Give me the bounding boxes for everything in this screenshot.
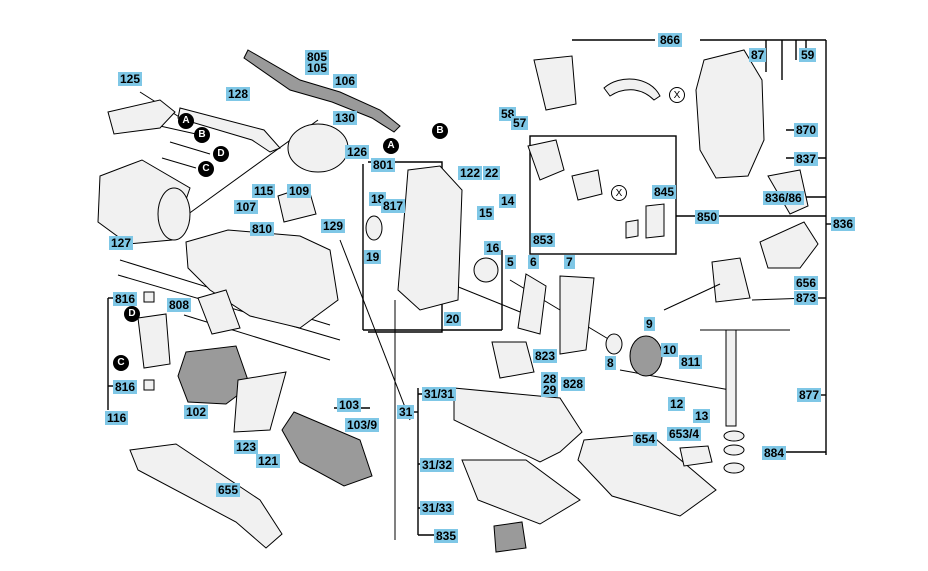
callout-126: 126 — [345, 145, 370, 159]
part-31-31-base — [453, 387, 583, 463]
part-103-armature — [281, 411, 373, 487]
ref-letter-c-left: C — [198, 161, 214, 177]
part-125-holder — [107, 99, 176, 135]
callout-653-4: 653/4 — [667, 427, 702, 441]
callout-59: 59 — [799, 48, 817, 62]
callout-845: 845 — [652, 185, 677, 199]
callout-816-top: 816 — [113, 292, 138, 306]
part-7-guide — [559, 275, 595, 355]
callout-817: 817 — [381, 199, 406, 213]
callout-31-32: 31/32 — [420, 458, 455, 472]
callout-125: 125 — [118, 72, 143, 86]
ref-letter-c-bottom: C — [113, 355, 129, 371]
callout-31: 31 — [397, 405, 415, 419]
callout-22: 22 — [483, 166, 501, 180]
callout-836-86: 836/86 — [763, 191, 804, 205]
callout-816-bottom: 816 — [113, 380, 138, 394]
callout-810: 810 — [250, 222, 275, 236]
callout-127: 127 — [109, 236, 134, 250]
callout-5: 5 — [505, 255, 516, 269]
callout-116: 116 — [105, 411, 129, 425]
callout-811: 811 — [679, 355, 703, 369]
callout-808: 808 — [167, 298, 192, 312]
callout-15: 15 — [477, 206, 495, 220]
part-102-stator — [177, 345, 251, 405]
callout-655: 655 — [216, 483, 241, 497]
callout-14: 14 — [499, 194, 517, 208]
callout-123: 123 — [234, 440, 259, 454]
callout-805: 805 — [305, 50, 330, 64]
callout-656: 656 — [794, 276, 819, 290]
callout-28: 28 — [541, 372, 559, 386]
callout-121: 121 — [256, 454, 281, 468]
part-656-guard — [759, 221, 819, 269]
callout-87: 87 — [749, 48, 767, 62]
callout-115: 115 — [252, 184, 276, 198]
callout-130: 130 — [333, 111, 358, 125]
ref-letter-a-right: A — [383, 138, 399, 154]
callout-835: 835 — [434, 529, 459, 543]
callout-877: 877 — [797, 388, 822, 402]
callout-870: 870 — [794, 123, 819, 137]
callout-823: 823 — [533, 349, 558, 363]
ref-letter-b-left: B — [194, 127, 210, 143]
callout-16: 16 — [484, 241, 502, 255]
callout-29: 29 — [541, 383, 559, 397]
part-808-plate — [197, 289, 241, 335]
callout-105: 105 — [305, 61, 330, 75]
ref-letter-d-bottom: D — [124, 306, 140, 322]
ref-mark-x-mid: X — [611, 185, 627, 201]
callout-31-33: 31/33 — [420, 501, 455, 515]
part-128-clip — [177, 107, 281, 153]
callout-12: 12 — [668, 397, 686, 411]
callout-31-31: 31/31 — [422, 387, 457, 401]
ref-letter-b-right: B — [432, 123, 448, 139]
callout-122: 122 — [458, 166, 483, 180]
callout-828: 828 — [561, 377, 586, 391]
callout-128: 128 — [226, 87, 251, 101]
ref-letter-a-left: A — [178, 113, 194, 129]
callout-20: 20 — [444, 312, 462, 326]
part-801-frame — [397, 165, 463, 311]
callout-850: 850 — [695, 210, 720, 224]
part-9-gear — [629, 335, 663, 377]
part-106-cable — [243, 49, 401, 133]
callout-107: 107 — [234, 200, 259, 214]
part-654-plate — [577, 433, 717, 517]
callout-19: 19 — [364, 250, 382, 264]
callout-6: 6 — [528, 255, 539, 269]
callout-7: 7 — [564, 255, 575, 269]
callout-102: 102 — [184, 405, 209, 419]
callout-129: 129 — [321, 219, 346, 233]
callout-103-9: 103/9 — [345, 418, 380, 432]
callout-836: 836 — [831, 217, 856, 231]
callout-853: 853 — [531, 233, 556, 247]
callout-103: 103 — [337, 398, 362, 412]
callout-654: 654 — [633, 432, 658, 446]
callout-837: 837 — [794, 152, 819, 166]
callout-106: 106 — [333, 74, 358, 88]
callout-873: 873 — [794, 291, 819, 305]
callout-8: 8 — [605, 356, 616, 370]
callout-10: 10 — [661, 343, 679, 357]
callout-109: 109 — [287, 184, 312, 198]
part-126-cap — [287, 123, 349, 173]
part-31-32-plate — [461, 459, 581, 525]
callout-884: 884 — [762, 446, 787, 460]
callout-801: 801 — [371, 158, 396, 172]
housing-top-right — [695, 49, 765, 179]
ref-letter-d-left: D — [213, 146, 229, 162]
callout-866: 866 — [658, 33, 683, 47]
callout-13: 13 — [693, 409, 711, 423]
callout-9: 9 — [644, 317, 655, 331]
part-655-tube — [129, 443, 283, 549]
callout-57: 57 — [511, 116, 529, 130]
ref-mark-x-top: X — [669, 87, 685, 103]
